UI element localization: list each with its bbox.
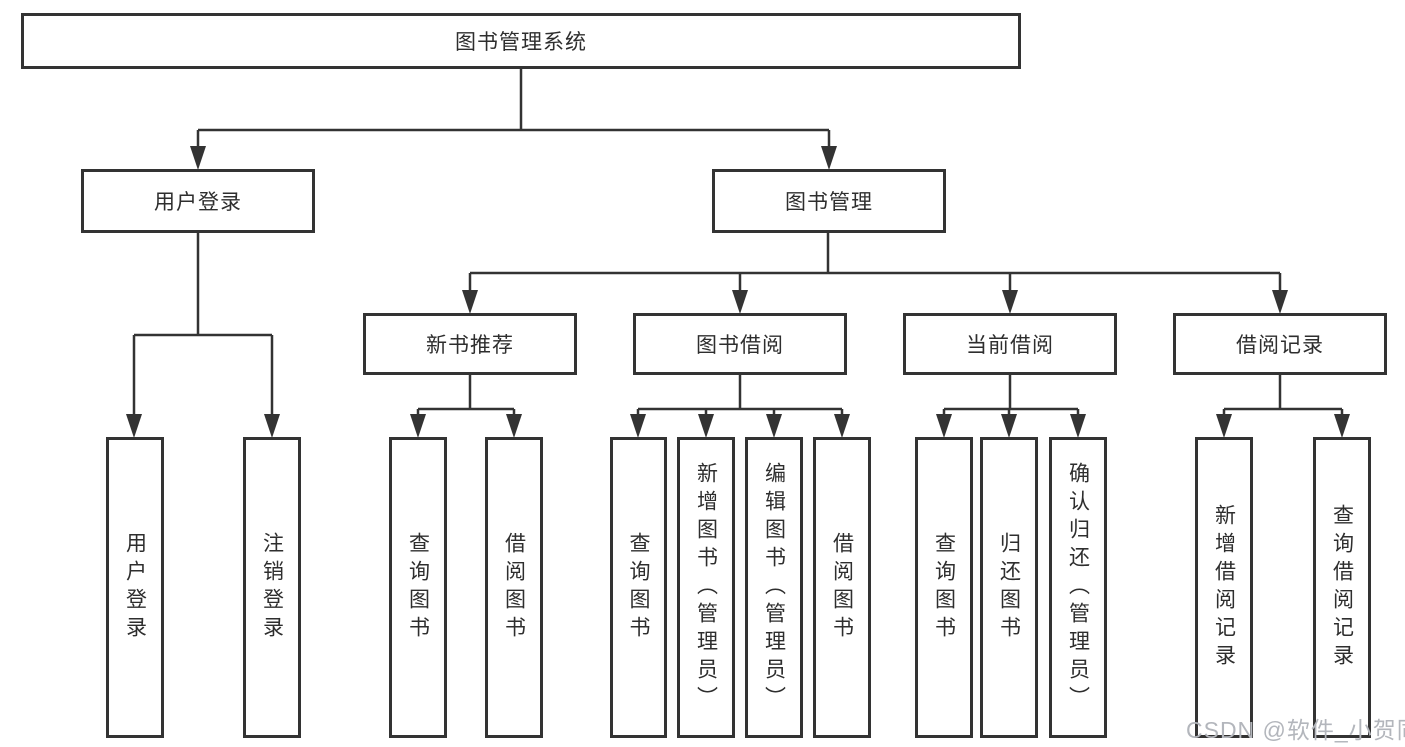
leaf-edit-books-admin: 编辑图书（管理员） [745, 437, 803, 738]
leaf-logout: 注销登录 [243, 437, 301, 738]
node-user-login: 用户登录 [81, 169, 315, 233]
leaf-label: 查询图书 [932, 531, 956, 644]
connector-book-borrowing [636, 373, 844, 418]
leaf-add-books-admin: 新增图书（管理员） [677, 437, 735, 738]
leaf-query-books-current: 查询图书 [915, 437, 973, 738]
leaf-query-books-borrowing: 查询图书 [610, 437, 667, 738]
leaf-return-books: 归还图书 [980, 437, 1038, 738]
connector-current-borrowing [942, 373, 1080, 418]
leaf-label: 注销登录 [260, 531, 284, 644]
leaf-confirm-return-admin: 确认归还（管理员） [1049, 437, 1107, 738]
connector-borrow-records [1222, 373, 1344, 418]
leaf-borrow-books-recommend: 借阅图书 [485, 437, 543, 738]
leaf-label: 新增图书（管理员） [694, 461, 718, 714]
leaf-label: 查询图书 [627, 531, 650, 644]
leaf-label: 查询图书 [406, 531, 430, 644]
node-new-book-recommend: 新书推荐 [363, 313, 577, 375]
node-book-borrowing: 图书借阅 [633, 313, 847, 375]
leaf-label: 编辑图书（管理员） [762, 461, 786, 714]
node-book-management: 图书管理 [712, 169, 946, 233]
leaf-borrow-books-borrowing: 借阅图书 [813, 437, 871, 738]
connector-book-management [468, 231, 1282, 294]
node-book-management-system: 图书管理系统 [21, 13, 1021, 69]
leaf-label: 确认归还（管理员） [1066, 461, 1090, 714]
node-borrow-records: 借阅记录 [1173, 313, 1387, 375]
leaf-query-borrow-record: 查询借阅记录 [1313, 437, 1371, 738]
leaf-label: 借阅图书 [830, 531, 854, 644]
node-current-borrowing: 当前借阅 [903, 313, 1117, 375]
leaf-label: 查询借阅记录 [1330, 503, 1354, 672]
leaf-label: 借阅图书 [502, 531, 526, 644]
leaf-query-books-recommend: 查询图书 [389, 437, 447, 738]
connector-root [196, 67, 831, 150]
connector-user-login [132, 231, 274, 418]
watermark: CSDN @软件_小贺同学 [1186, 717, 1405, 743]
leaf-add-borrow-record: 新增借阅记录 [1195, 437, 1253, 738]
leaf-user-login: 用户登录 [106, 437, 164, 738]
leaf-label: 新增借阅记录 [1212, 503, 1236, 672]
connector-new-book-recommend [416, 373, 516, 418]
leaf-label: 用户登录 [123, 531, 147, 644]
leaf-label: 归还图书 [997, 531, 1021, 644]
